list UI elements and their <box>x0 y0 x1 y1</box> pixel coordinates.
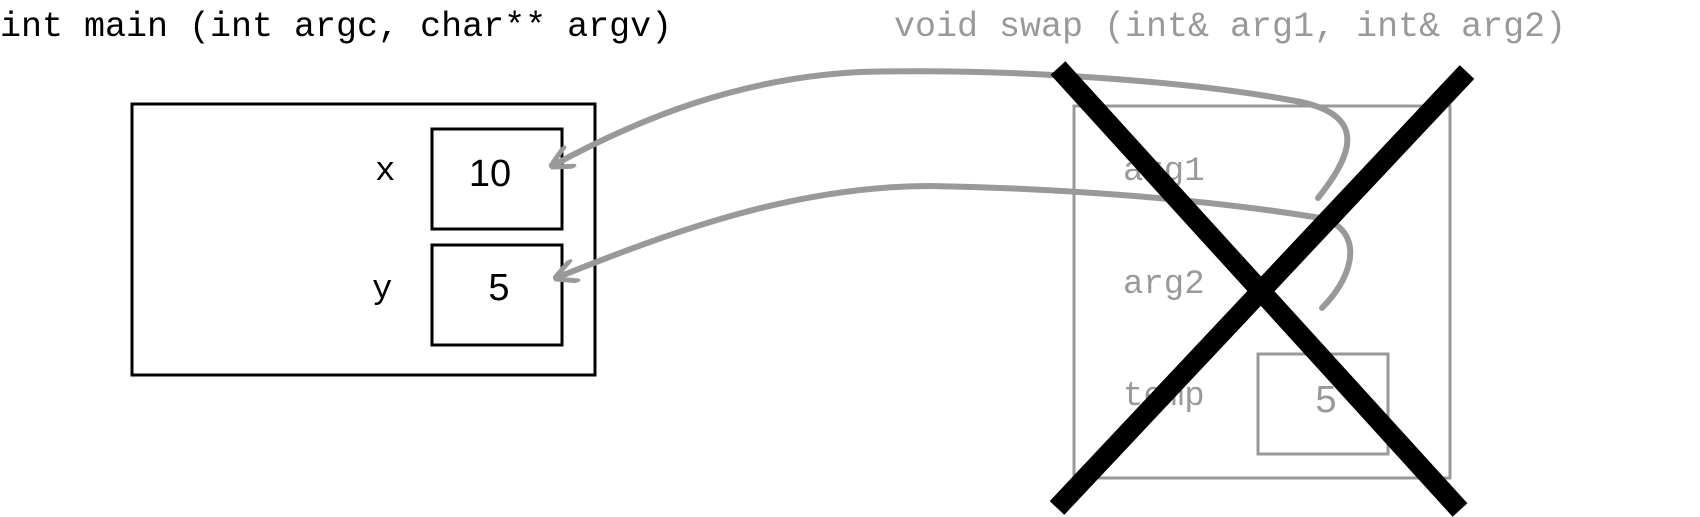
main-signature: int main (int argc, char** argv) <box>0 7 672 47</box>
var-x-box <box>430 127 564 231</box>
local-temp-value: 5 <box>1315 379 1336 421</box>
var-y-box <box>430 243 564 347</box>
reference-arrow-arg2-to-y <box>556 182 1354 311</box>
var-x-label: x <box>375 153 395 191</box>
var-y-label: y <box>372 271 392 309</box>
swap-signature: void swap (int& arg1, int& arg2) <box>894 7 1566 47</box>
reference-arrow-arg1-to-x <box>552 68 1351 201</box>
cross-out-mark <box>1049 61 1475 517</box>
main-frame-box <box>130 102 597 377</box>
swap-frame-box <box>1072 104 1452 480</box>
var-y-value: 5 <box>488 267 509 309</box>
cross-stroke-up <box>1049 65 1475 515</box>
var-x-value: 10 <box>469 153 511 195</box>
param-arg2-label: arg2 <box>1123 266 1205 304</box>
